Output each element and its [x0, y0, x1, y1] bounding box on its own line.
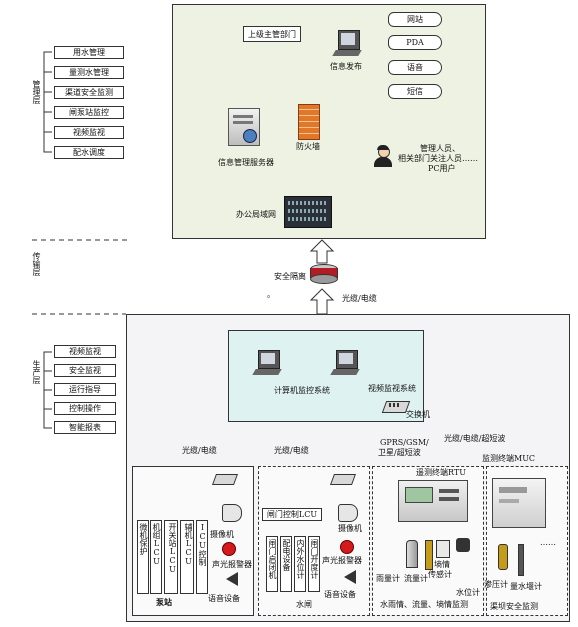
prod-item-video[interactable]: 视频监视: [54, 345, 116, 358]
layer-label-management: 管理层: [32, 80, 41, 104]
piezometer-label: 渗压计: [484, 580, 508, 589]
gate-col-hoist[interactable]: 闸门启闭机: [266, 536, 278, 592]
office-lan-label: 办公局域网: [236, 210, 276, 219]
switch-icon: [329, 472, 357, 485]
info-server-label: 信息管理服务器: [218, 158, 274, 167]
gprs-link-label-2: 卫星/超短波: [378, 448, 421, 457]
security-isolation-label: 安全隔离: [274, 272, 306, 281]
prod-item-report[interactable]: 智能报表: [54, 421, 116, 434]
gate-alarm-label: 声光报警器: [322, 556, 362, 565]
rtu-label: 遥测终端RTU: [416, 468, 466, 477]
transmission-dot: 。: [267, 290, 275, 299]
water-level-label: 水位计: [456, 588, 480, 597]
muc-link-label-2: 监测终端MUC: [482, 454, 536, 463]
pump-col-icu[interactable]: ICU控制: [196, 520, 208, 594]
weir-gauge-icon: [518, 544, 524, 576]
muc-device-icon: [492, 478, 546, 528]
canal-dots: ……: [540, 538, 556, 547]
camera-icon: [338, 504, 358, 522]
gate-col-power[interactable]: 配电设备: [280, 536, 292, 592]
pump-col-switch-lcu[interactable]: 开关站LCU: [164, 520, 178, 594]
output-voice[interactable]: 语音: [388, 60, 442, 75]
moisture-label-2: 传感计: [428, 570, 452, 579]
gate-camera-label: 摄像机: [338, 524, 362, 533]
pump-col-protection[interactable]: 微机保护: [137, 520, 149, 594]
superior-dept-box[interactable]: 上级主管部门: [243, 26, 301, 42]
muc-link-label-1: 光缆/电缆/超短波: [444, 434, 506, 443]
alarm-icon: [340, 540, 354, 554]
mgmt-item-water-measure[interactable]: 量测水管理: [54, 66, 124, 79]
rain-gauge-icon: [406, 540, 418, 568]
mgmt-item-dispatch[interactable]: 配水调度: [54, 146, 124, 159]
switch-icon: [211, 472, 239, 485]
user-icon: [374, 145, 392, 168]
switch-label: 交换机: [406, 410, 430, 419]
gate-voice-label: 语音设备: [324, 590, 356, 599]
pump-voice-label: 语音设备: [208, 594, 240, 603]
firewall-label: 防火墙: [296, 142, 320, 151]
speaker-icon: [344, 570, 356, 584]
pump-camera-label: 摄像机: [210, 530, 234, 539]
gprs-link-label-1: GPRS/GSM/: [380, 438, 429, 447]
gate-col-level[interactable]: 内外水位计: [294, 536, 306, 592]
pump-alarm-label: 声光报警器: [212, 560, 252, 569]
security-isolation-icon: [310, 264, 338, 284]
computer-icon: [332, 30, 362, 58]
gate-col-opening[interactable]: 闸门开度计: [308, 536, 320, 592]
mgmt-item-water-use[interactable]: 用水管理: [54, 46, 124, 59]
rtu-device-icon: [398, 480, 468, 522]
camera-icon: [222, 504, 242, 522]
info-publish-label: 信息发布: [330, 62, 362, 71]
output-website[interactable]: 网站: [388, 12, 442, 27]
layer-label-production: 生产层: [32, 360, 41, 384]
prod-item-safety[interactable]: 安全监视: [54, 364, 116, 377]
mgmt-item-video[interactable]: 视频监视: [54, 126, 124, 139]
layer-label-transmission: 传输层: [32, 252, 41, 276]
transmission-link-label: 光缆/电缆: [342, 294, 377, 303]
pump-col-unit-lcu[interactable]: 机组LCU: [150, 520, 162, 594]
gate-link-label: 光缆/电缆: [274, 446, 309, 455]
mgmt-item-canal-safety[interactable]: 渠道安全监测: [54, 86, 124, 99]
output-pda[interactable]: PDA: [388, 35, 442, 50]
computer-monitor-label: 计算机监控系统: [274, 386, 330, 395]
computer-icon: [330, 350, 360, 376]
network-rack-icon: [284, 196, 332, 228]
flow-meter-label: 流量计: [404, 574, 428, 583]
users-label-3: PC用户: [428, 164, 456, 173]
canal-safety-caption: 渠坝安全监测: [490, 602, 538, 611]
flow-meter-icon: [425, 540, 433, 570]
mgmt-item-gate-pump[interactable]: 闸泵站监控: [54, 106, 124, 119]
switch-icon: [381, 398, 411, 413]
output-sms[interactable]: 短信: [388, 84, 442, 99]
gate-lcu-box[interactable]: 闸门控制LCU: [262, 508, 322, 521]
moisture-sensor-icon: [436, 540, 450, 558]
server-icon: [228, 108, 260, 146]
water-monitor-caption: 水雨情、流量、墒情监测: [380, 600, 468, 609]
video-monitor-label: 视频监视系统: [368, 384, 416, 393]
piezometer-icon: [498, 544, 508, 570]
alarm-icon: [222, 542, 236, 556]
prod-item-control[interactable]: 控制操作: [54, 402, 116, 415]
speaker-icon: [226, 572, 238, 586]
moisture-label-1: 墒情: [434, 560, 450, 569]
pump-col-aux-lcu[interactable]: 辅机LCU: [180, 520, 194, 594]
rain-gauge-label: 雨量计: [376, 574, 400, 583]
computer-icon: [252, 350, 282, 376]
pump-link-label: 光缆/电缆: [182, 446, 217, 455]
users-label-1: 管理人员、: [420, 144, 460, 153]
water-level-icon: [456, 538, 470, 552]
prod-item-guidance[interactable]: 运行指导: [54, 383, 116, 396]
firewall-icon: [298, 104, 320, 140]
users-label-2: 相关部门关注人员……: [398, 154, 478, 163]
pump-station-label: 泵站: [156, 597, 172, 607]
weir-gauge-label: 量水堰计: [510, 582, 542, 591]
gate-label: 水闸: [296, 600, 312, 609]
